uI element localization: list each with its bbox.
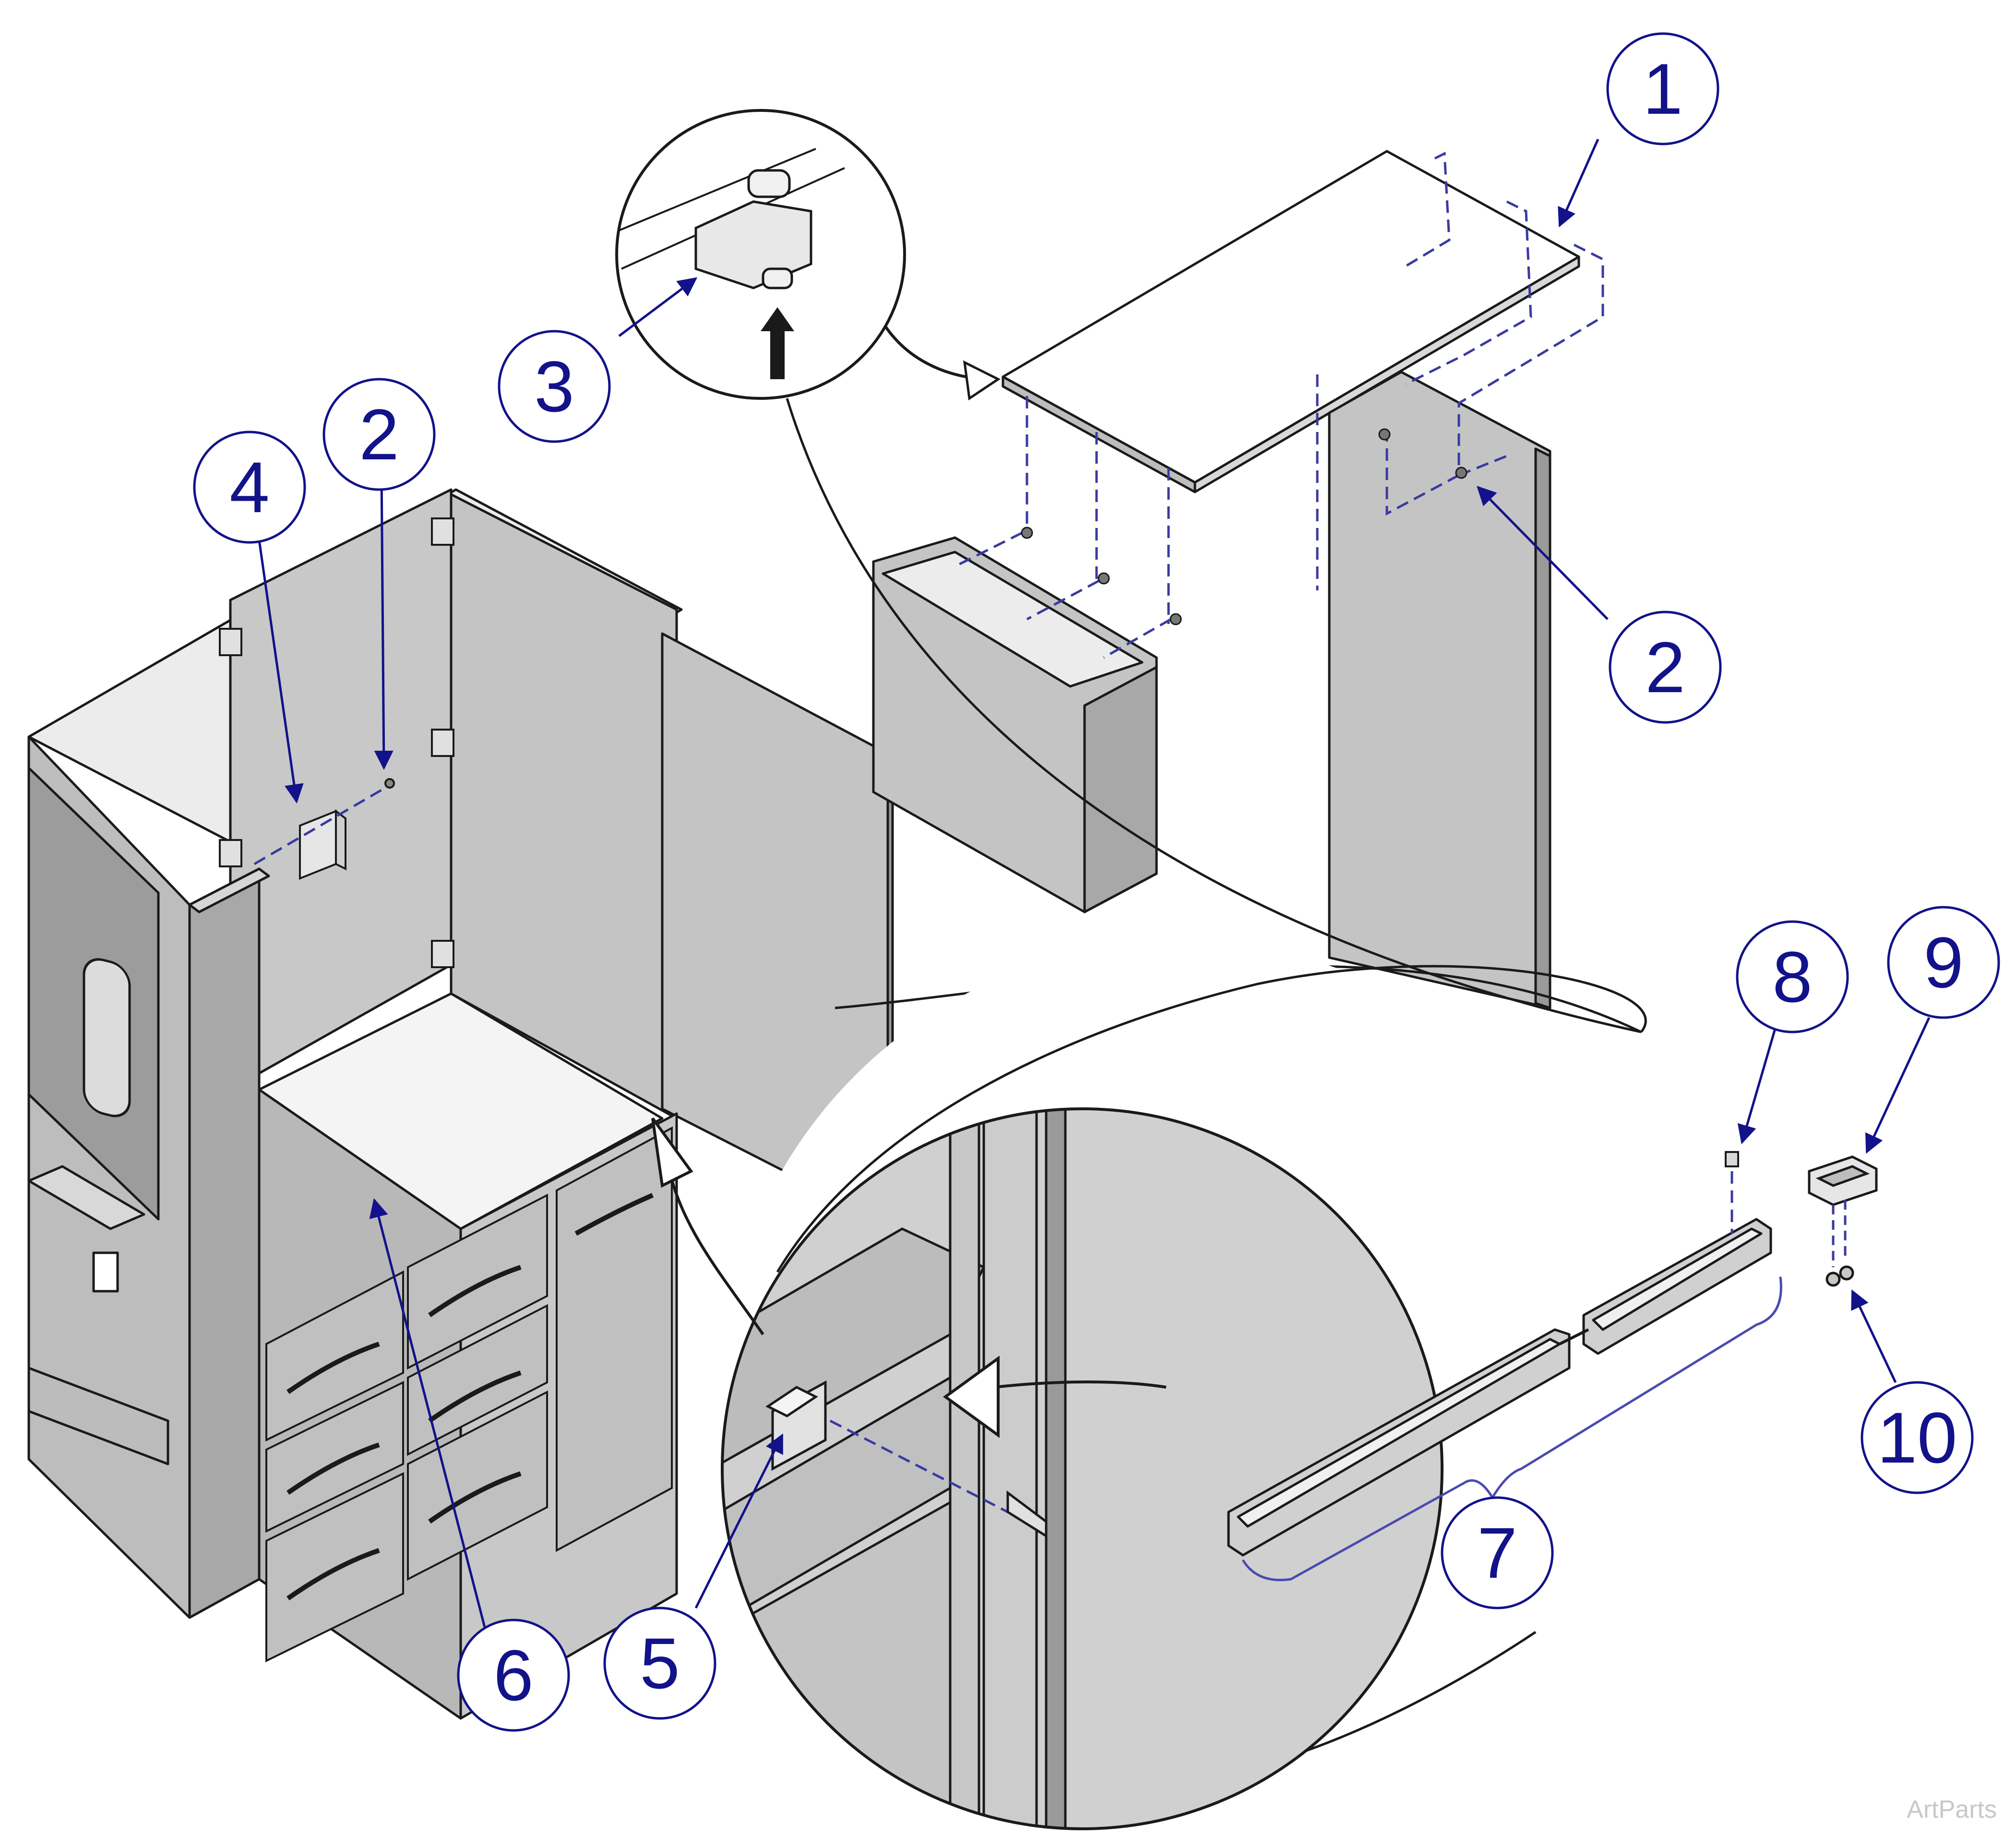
callout-leaders [258,138,1931,1628]
screws-top [1021,428,1467,625]
countertop-exploded-view [872,150,1580,1009]
callout-label-1: 1 [1643,48,1682,129]
callout-2-right: 2 [1609,611,1722,724]
callout-8: 8 [1736,920,1849,1033]
callout-6: 6 [457,1619,570,1732]
rail-assembly [1227,1218,1772,1557]
callout-9: 9 [1887,906,2000,1019]
callout-label-2-left: 2 [359,394,399,475]
callout-4: 4 [193,431,306,544]
callout-label-6: 6 [493,1635,533,1716]
artparts-watermark: ArtParts [1907,1796,1997,1824]
base-drawers [265,1126,673,1663]
detail-3-arrowhead [963,360,1001,401]
callout-label-7: 7 [1477,1512,1517,1593]
callout-label-5: 5 [640,1623,680,1704]
callout-5: 5 [603,1607,716,1720]
callout-label-9: 9 [1923,922,1963,1003]
callout-3: 3 [498,330,611,443]
callout-label-10: 10 [1877,1397,1957,1478]
callout-label-2-right: 2 [1645,627,1685,708]
bracket-9 [1808,1155,1878,1287]
detail-circle-3 [615,109,906,400]
mounting-bracket [253,778,395,880]
detail-5-pointer [651,1117,1167,1438]
callout-2-left: 2 [322,378,436,491]
screw-8 [1725,1151,1739,1234]
callout-label-4: 4 [229,447,269,528]
callout-label-8: 8 [1772,936,1812,1017]
door-hinges [219,517,454,968]
dashed-guides-top [954,152,1604,659]
callout-label-3: 3 [534,346,574,427]
callout-7: 7 [1441,1496,1554,1609]
callout-10: 10 [1861,1381,1974,1494]
callout-1: 1 [1606,32,1719,145]
